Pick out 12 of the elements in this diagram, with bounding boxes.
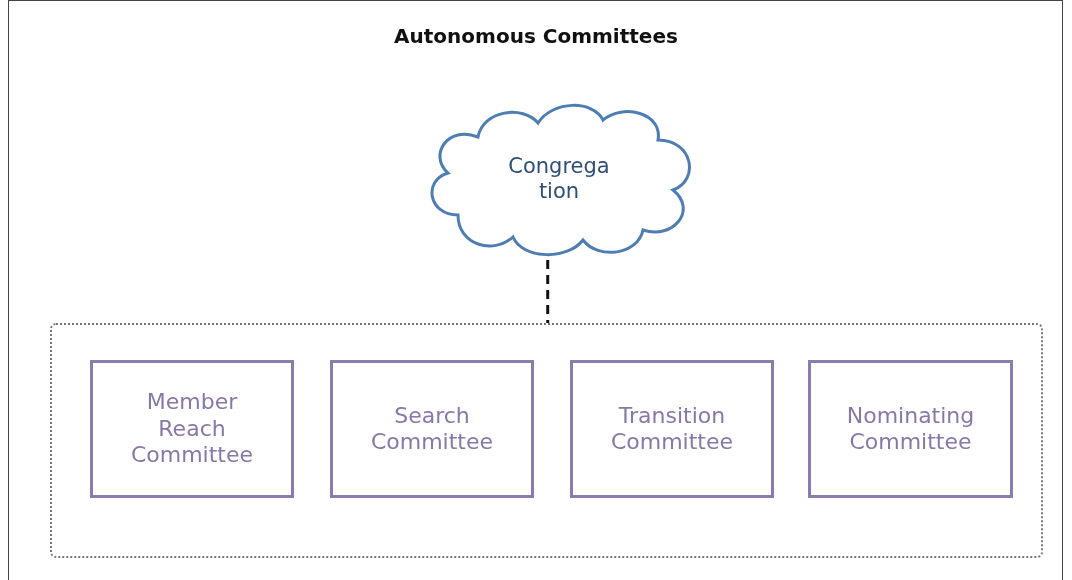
committee-label: Transition Committee	[609, 402, 735, 456]
committee-box	[808, 360, 1013, 498]
committee-label: Nominating Committee	[845, 402, 976, 456]
diagram-title: Autonomous Committees	[393, 24, 679, 48]
committee-label: Search Committee	[369, 402, 495, 456]
committee-box	[570, 360, 774, 498]
committee-box	[330, 360, 534, 498]
committee-box	[90, 360, 294, 498]
committee-label: Member Reach Committee	[129, 389, 255, 469]
cloud-label: Congregation	[508, 153, 610, 205]
dotted-container	[50, 323, 1043, 558]
dashed-connector	[546, 260, 550, 323]
